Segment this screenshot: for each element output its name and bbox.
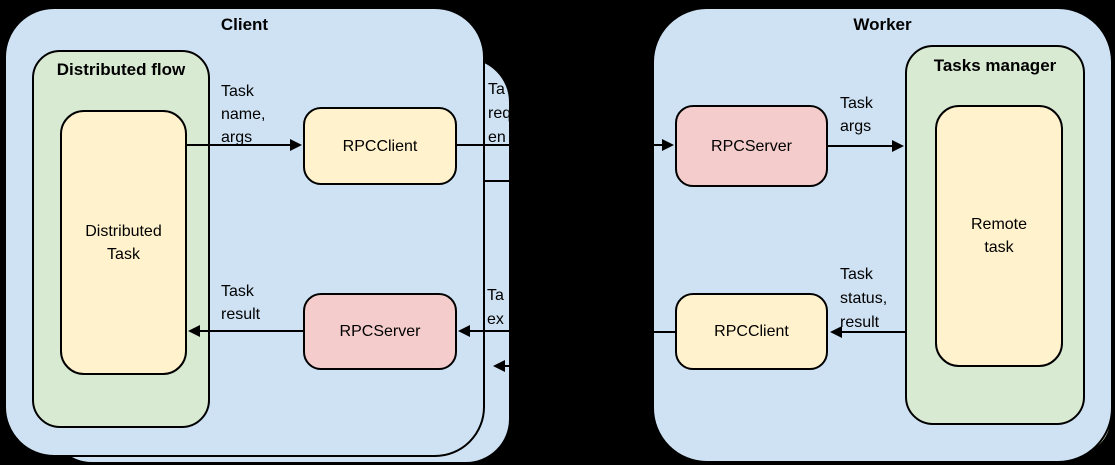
arrow-rpcclient-to-queue-line (457, 144, 511, 146)
remote-task-line1: Remote (970, 216, 1028, 233)
queue-label-bottom-line2: ex (487, 311, 504, 328)
arrow-queue-to-rpcserver-line (468, 330, 511, 332)
arrow-rpcserver-to-task-line (198, 330, 303, 332)
arrow-rpcserver-to-manager-line (828, 145, 894, 147)
distributed-task-line1: Distributed (85, 222, 162, 240)
task-result-line1: Task (221, 283, 254, 300)
queue-label-top-line1: Ta (488, 81, 505, 98)
hidden-arrow-segment-top (477, 180, 511, 182)
remote-task-line2: task (984, 239, 1014, 256)
queue-label-top-line2: req (488, 105, 511, 122)
task-name-args-label: Task name, args (221, 80, 265, 149)
worker-rpcserver-box: RPCServer (675, 105, 828, 187)
arrow-queue-to-worker-rpcserver-line (650, 144, 664, 146)
client-rpcserver-box: RPCServer (303, 293, 457, 370)
worker-title: Worker (853, 15, 912, 34)
worker-rpcclient-box: RPCClient (675, 293, 828, 370)
arrow-rpcserver-to-manager-head (892, 140, 904, 152)
client-rpcclient-label: RPCClient (342, 137, 418, 155)
remote-task-box: Remote task (935, 105, 1063, 367)
client-title: Client (220, 15, 269, 34)
client-rpcserver-label: RPCServer (339, 323, 421, 340)
worker-rpcserver-label: RPCServer (711, 137, 792, 155)
task-name-args-line3: args (221, 129, 253, 146)
task-status-result-line3: result (840, 314, 880, 331)
hidden-arrow-head (493, 360, 505, 372)
client-back-card-clip: Ta req en Ta ex (47, 57, 511, 464)
task-args-line1: Task (840, 95, 873, 112)
arrow-rpcserver-to-task-head (188, 325, 200, 337)
client-rpcclient-box: RPCClient (303, 107, 457, 185)
task-name-args-line2: name, (221, 106, 266, 123)
arrow-task-to-rpcclient-head (290, 139, 302, 151)
task-status-result-line2: status, (840, 290, 888, 307)
arrow-worker-rpcclient-to-queue-line (652, 331, 675, 333)
distributed-task-box: Distributed Task (60, 110, 187, 375)
arrow-queue-to-worker-rpcserver-head (662, 139, 674, 151)
task-name-args-line1: Task (221, 83, 254, 100)
queue-label-top-line3: en (488, 129, 506, 146)
task-args-line2: args (840, 118, 872, 135)
task-result-line2: result (221, 306, 261, 323)
queue-label-bottom-fragment: Ta ex (487, 284, 504, 332)
arrow-task-to-rpcclient-line (187, 144, 292, 146)
arrow-manager-to-rpcclient-head (830, 326, 842, 338)
distributed-flow-title: Distributed flow (56, 60, 186, 79)
queue-label-top-fragment: Ta req en (488, 78, 511, 150)
task-args-label: Task args (840, 92, 873, 138)
task-status-result-line1: Task (840, 266, 873, 283)
distributed-task-line2: Task (107, 245, 140, 263)
hidden-arrow-segment-bottom (503, 365, 511, 367)
tasks-manager-title: Tasks manager (933, 56, 1057, 75)
task-status-result-label: Task status, result (840, 263, 887, 335)
arrow-queue-to-rpcserver-head (458, 325, 470, 337)
queue-label-bottom-line1: Ta (487, 287, 504, 304)
task-result-label: Task result (221, 280, 260, 326)
worker-rpcclient-label: RPCClient (714, 323, 789, 340)
arrow-manager-to-rpcclient-line (840, 331, 905, 333)
